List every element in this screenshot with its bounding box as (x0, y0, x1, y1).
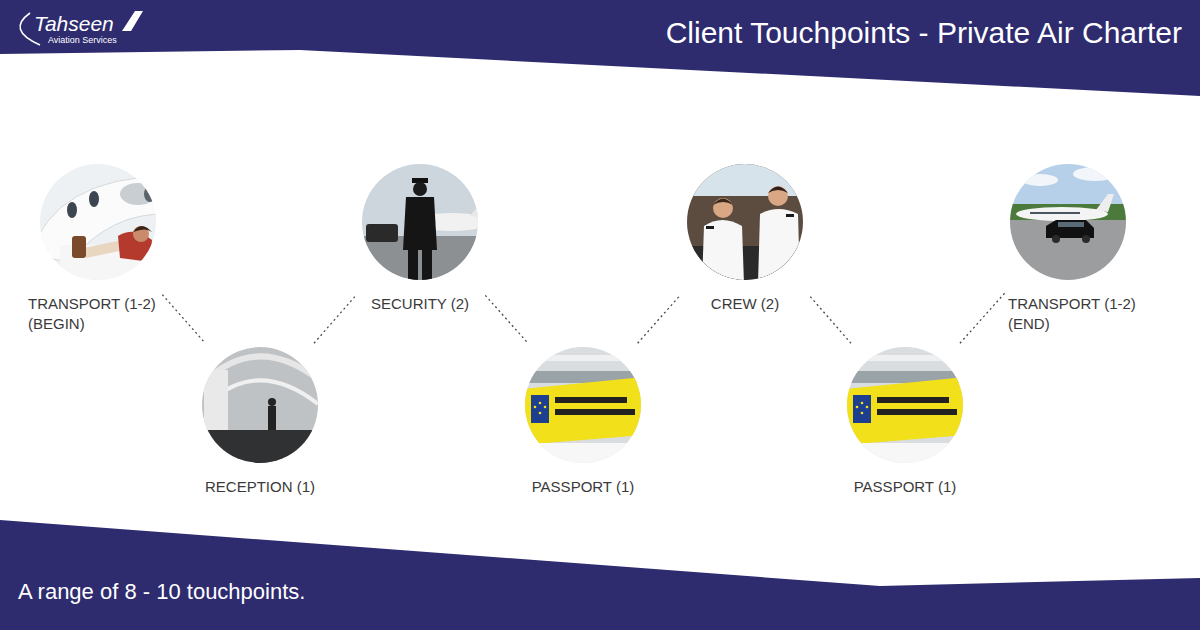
photo-ground (523, 345, 643, 465)
passenger-legs (84, 240, 124, 258)
hall-wall (204, 370, 228, 440)
sign-lettering (555, 409, 635, 415)
page-caption: A range of 8 - 10 touchpoints. (18, 578, 305, 606)
photo-ground (845, 345, 965, 465)
jet-window (67, 202, 77, 218)
jet-engine-intake (144, 186, 156, 202)
eu-star (861, 412, 864, 415)
pilot-shirt (702, 220, 744, 284)
dotted-connector (162, 295, 205, 344)
pilot-shirt (758, 209, 800, 284)
eu-star (866, 406, 869, 409)
cloud (1073, 167, 1117, 181)
touchpoint-node: TRANSPORT (1-2) (BEGIN) (28, 164, 159, 338)
eu-star (539, 402, 542, 405)
jet-engine (120, 183, 156, 205)
touchpoint-label: PASSPORT (1) (853, 477, 957, 497)
person-head (268, 398, 276, 406)
sign-lettering (877, 409, 957, 415)
jet-tail (1096, 194, 1114, 212)
guard-leg (422, 248, 432, 280)
touchpoint-node: SECURITY (2) (358, 164, 482, 318)
touchpoint-label: RECEPTION (1) (204, 477, 316, 497)
touchpoint-label: SECURITY (2) (370, 294, 470, 314)
eu-star (539, 412, 542, 415)
passenger-boots (72, 236, 86, 258)
eu-star (534, 406, 537, 409)
touchpoint-node: PASSPORT (1) (521, 347, 645, 501)
jet-car-photo (1008, 162, 1130, 282)
logo-wordmark: Tahseen (34, 12, 114, 36)
touchpoint-label: PASSPORT (1) (531, 477, 635, 497)
sign-lettering (877, 397, 949, 403)
dotted-connector (314, 297, 355, 344)
jet-windows (1030, 212, 1080, 214)
dotted-connector (960, 293, 1005, 343)
cloud (1022, 174, 1058, 186)
suv-window (1058, 222, 1084, 227)
jet-body (1016, 207, 1108, 221)
pilot-epaulette (706, 226, 714, 229)
passport-sign (523, 377, 643, 445)
bottom-band (0, 520, 1200, 630)
passport-photo (523, 345, 643, 465)
touchpoint-node: TRANSPORT (1-2) (END) (1008, 164, 1139, 338)
passenger-hair (133, 226, 152, 232)
dotted-connector (810, 297, 851, 344)
eu-star (856, 406, 859, 409)
eu-flag (853, 395, 871, 423)
jet-cabin-photo (30, 162, 168, 285)
reception-desk (198, 430, 322, 466)
photo-tarmac (1008, 220, 1130, 282)
touchpoint-label: TRANSPORT (1-2) (END) (1008, 294, 1137, 334)
crew-photo (685, 162, 807, 284)
logo-tagline: Aviation Services (48, 35, 117, 46)
logo-tail (122, 11, 143, 31)
jet-window (89, 191, 99, 207)
trees (1008, 204, 1130, 220)
dotted-connector (485, 295, 528, 343)
jet-fuselage (30, 176, 168, 262)
security-photo (360, 162, 492, 282)
guard-leg (408, 248, 418, 280)
photo-ground (685, 162, 807, 284)
suv-wheel (1052, 235, 1060, 243)
pilot-hair (713, 199, 733, 206)
sign-lettering (555, 397, 627, 403)
suv-wheel (1082, 235, 1090, 243)
car (366, 224, 398, 242)
reception-photo (196, 330, 330, 466)
eu-flag (531, 395, 549, 423)
eu-star (861, 402, 864, 405)
guard-body (403, 197, 437, 250)
ceiling-light (845, 355, 965, 361)
jet-tail (470, 196, 492, 218)
guard-head (413, 182, 427, 196)
eu-star (544, 406, 547, 409)
touchpoint-label: TRANSPORT (1-2) (BEGIN) (28, 294, 157, 334)
passport-photo (845, 345, 965, 465)
touchpoint-node: RECEPTION (1) (198, 347, 322, 501)
touchpoint-label: CREW (2) (710, 294, 780, 314)
touchpoint-node: PASSPORT (1) (843, 347, 967, 501)
pilot-head (768, 186, 788, 206)
photo-floor (523, 443, 643, 465)
ceiling-light (523, 355, 643, 361)
top-band (0, 0, 1200, 96)
touchpoint-node: CREW (2) (683, 164, 807, 318)
pilot-epaulette (786, 214, 794, 217)
person-body (268, 406, 276, 430)
page-title: Client Touchpoints - Private Air Charter (666, 15, 1182, 51)
cockpit-window (685, 162, 807, 196)
passport-sign (845, 377, 965, 445)
pilot-head (713, 198, 733, 218)
hall-arch (214, 380, 318, 404)
photo-floor (845, 443, 965, 465)
pilot-hair (768, 187, 788, 194)
dotted-connector (638, 296, 680, 343)
